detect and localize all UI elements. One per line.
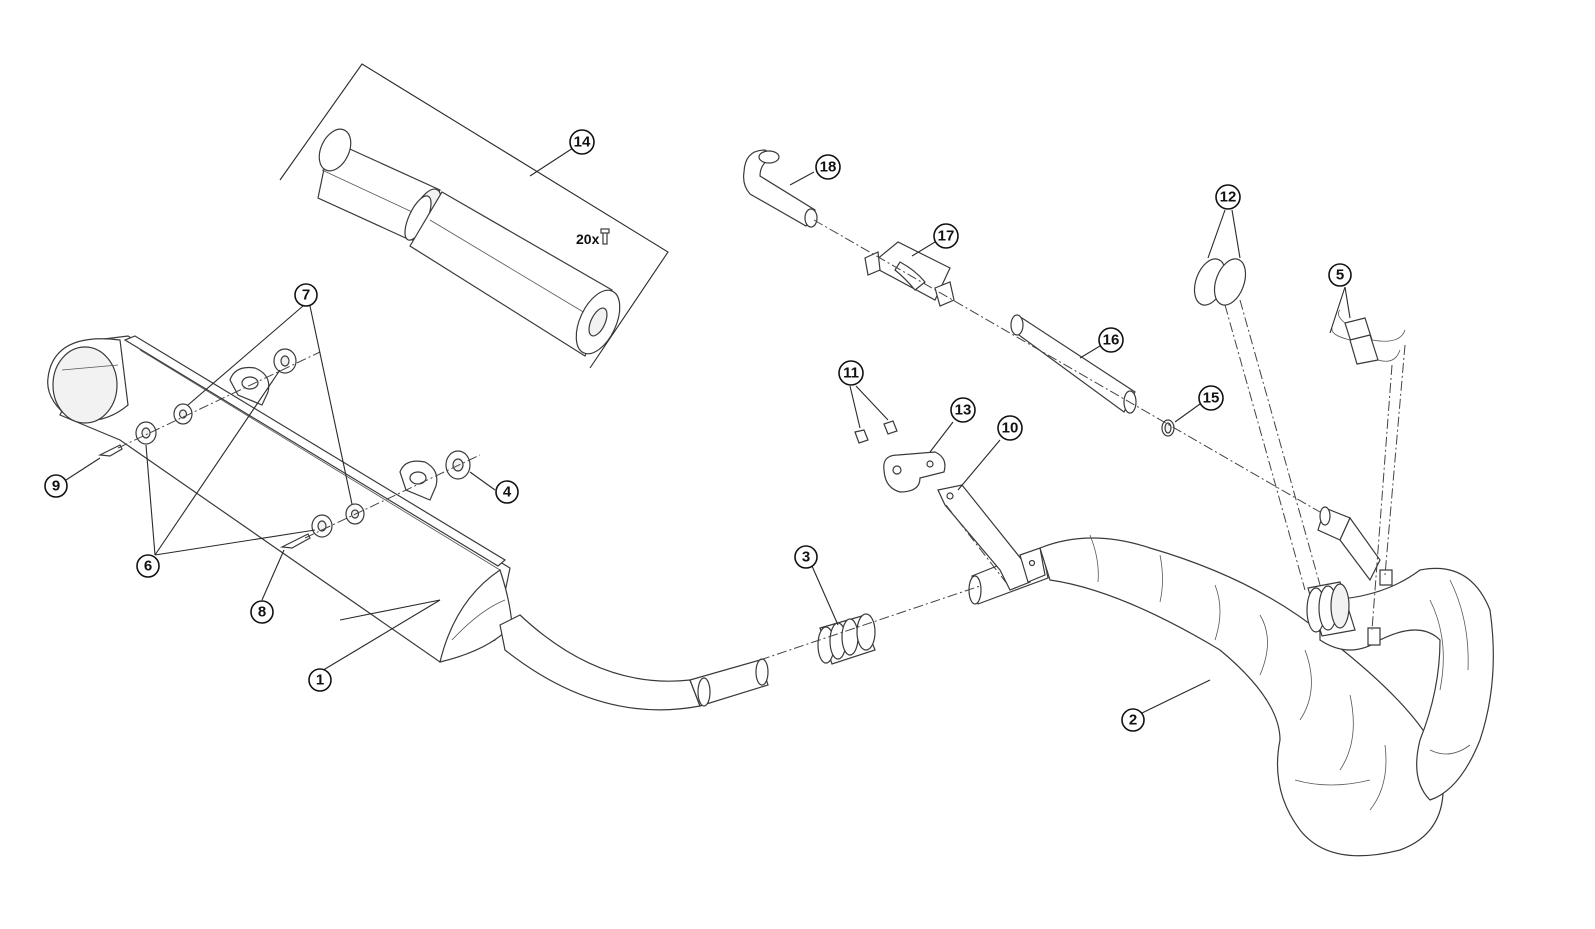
bolts [97, 444, 311, 549]
callout-label: 5 [1336, 267, 1344, 284]
callout-17[interactable]: 17 [933, 223, 959, 249]
hose [1010, 314, 1137, 414]
callout-label: 13 [955, 402, 972, 419]
callout-label: 3 [802, 549, 810, 566]
springs [1331, 309, 1406, 365]
callout-3[interactable]: 3 [794, 545, 818, 569]
callout-16[interactable]: 16 [1098, 327, 1124, 353]
callout-label: 16 [1103, 332, 1120, 349]
rivet-icon [600, 228, 610, 245]
callout-label: 10 [1002, 420, 1019, 437]
callout-label: 12 [1220, 189, 1237, 206]
callout-label: 9 [52, 478, 60, 495]
callout-11[interactable]: 11 [838, 360, 864, 386]
callout-4[interactable]: 4 [495, 480, 519, 504]
callout-label: 18 [820, 159, 837, 176]
callout-7[interactable]: 7 [294, 283, 318, 307]
assembly-axes [117, 219, 1406, 661]
exhaust-inlet-flange [1306, 581, 1356, 637]
washers [135, 348, 333, 538]
callout-label: 4 [503, 484, 512, 501]
nuts [854, 420, 898, 444]
callout-label: 17 [938, 228, 955, 245]
callout-12[interactable]: 12 [1215, 184, 1241, 210]
elbow-hose [743, 149, 818, 228]
callout-label: 14 [574, 134, 591, 151]
o-ring-sleeve [817, 613, 876, 665]
callout-label: 1 [316, 672, 324, 689]
insert-tube-left [317, 128, 442, 242]
silencer [47, 335, 769, 711]
callout-label: 15 [1203, 390, 1220, 407]
callout-10[interactable]: 10 [997, 415, 1023, 441]
bracket [937, 484, 1046, 591]
insert-tube-right [409, 191, 621, 357]
leader-lines [65, 171, 1351, 714]
callout-label: 8 [258, 604, 266, 621]
exhaust-pipe [1039, 506, 1494, 857]
valve [864, 241, 955, 307]
exhaust-nipple [1317, 506, 1381, 582]
callout-label: 11 [843, 365, 859, 382]
callout-5[interactable]: 5 [1328, 263, 1352, 287]
o-rings [1193, 258, 1247, 306]
callout-13[interactable]: 13 [950, 397, 976, 423]
callout-18[interactable]: 18 [815, 154, 841, 180]
callout-9[interactable]: 9 [44, 474, 68, 498]
callout-15[interactable]: 15 [1198, 385, 1224, 411]
callout-label: 7 [302, 287, 310, 304]
callout-1[interactable]: 1 [308, 668, 332, 692]
insert-kit-box: 20x [279, 63, 669, 369]
clamp-plate [883, 451, 946, 493]
callout-8[interactable]: 8 [250, 600, 274, 624]
callout-2[interactable]: 2 [1121, 708, 1145, 732]
callout-6[interactable]: 6 [136, 554, 160, 578]
kit-quantity-label: 20x [576, 231, 600, 247]
callout-label: 2 [1129, 712, 1137, 729]
callout-14[interactable]: 14 [569, 129, 595, 155]
callout-label: 6 [144, 558, 152, 575]
